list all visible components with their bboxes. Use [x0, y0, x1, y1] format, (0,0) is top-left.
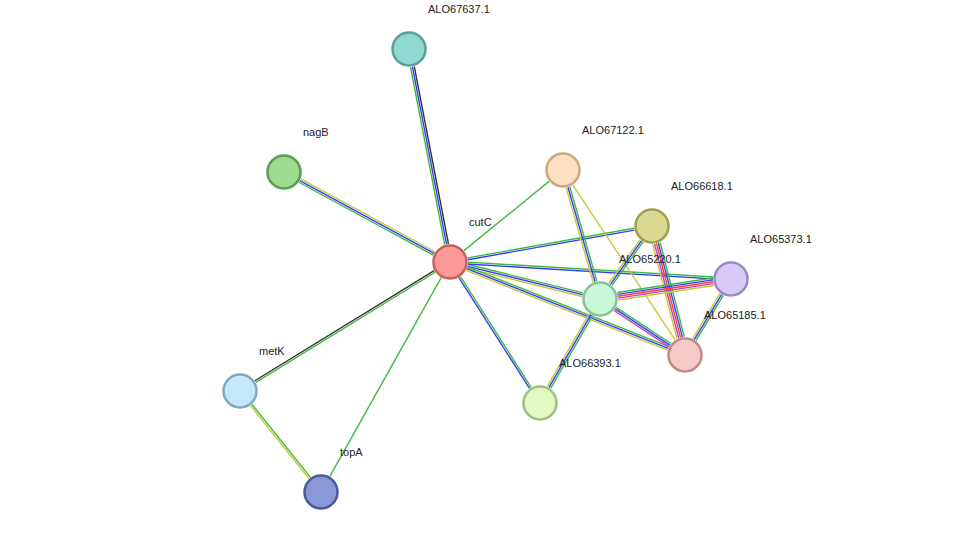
evidence-line	[468, 228, 635, 258]
evidence-line	[566, 188, 593, 282]
node-disc	[224, 375, 257, 408]
evidence-line	[568, 187, 595, 281]
evidence-line	[615, 309, 670, 345]
interaction-edge	[411, 66, 449, 244]
node-circle	[545, 152, 581, 188]
node-circle	[667, 337, 703, 373]
interaction-edge	[617, 278, 714, 300]
evidence-line	[251, 406, 309, 479]
node-circle	[303, 474, 339, 510]
evidence-line	[412, 67, 446, 245]
evidence-line	[614, 310, 669, 346]
node-circle	[222, 373, 258, 409]
node-disc	[584, 283, 617, 316]
evidence-line	[255, 271, 434, 381]
interaction-edge	[330, 278, 441, 477]
evidence-line	[252, 404, 310, 477]
protein-label: metK	[259, 345, 285, 358]
protein-label: ALO65220.1	[619, 253, 681, 266]
node-disc	[305, 476, 338, 509]
protein-label: ALO67122.1	[582, 124, 644, 137]
evidence-line	[616, 307, 671, 343]
interaction-edge	[299, 179, 435, 255]
node-disc	[524, 387, 557, 420]
node-disc	[393, 33, 426, 66]
interaction-edge	[251, 404, 311, 478]
protein-node: topA	[303, 474, 339, 510]
node-circle	[391, 31, 427, 67]
node-circle	[713, 261, 749, 297]
protein-node: ALO67637.1	[391, 31, 427, 67]
evidence-line	[618, 285, 713, 300]
evidence-line	[467, 268, 582, 296]
protein-node: ALO67122.1	[545, 152, 581, 188]
node-circle	[634, 208, 670, 244]
evidence-line	[301, 179, 435, 252]
evidence-line	[551, 316, 593, 389]
evidence-line	[256, 272, 435, 382]
interaction-edge	[547, 314, 592, 389]
interaction-edge	[614, 307, 671, 346]
evidence-line	[549, 315, 591, 388]
evidence-line	[618, 282, 713, 297]
node-disc	[669, 339, 702, 372]
node-circle	[522, 385, 558, 421]
node-disc	[636, 210, 669, 243]
interaction-edge	[464, 181, 549, 250]
protein-label: ALO65373.1	[750, 233, 812, 246]
protein-node: ALO66393.1	[522, 385, 558, 421]
node-circle	[582, 281, 618, 317]
evidence-line	[299, 182, 433, 255]
evidence-line	[330, 278, 441, 477]
protein-node: cutC	[432, 244, 468, 280]
interaction-edge	[566, 187, 597, 282]
node-circle	[432, 244, 468, 280]
evidence-line	[460, 277, 531, 388]
evidence-line	[547, 314, 589, 387]
protein-label: nagB	[303, 126, 329, 139]
evidence-line	[411, 67, 445, 245]
protein-label: topA	[340, 446, 363, 459]
protein-node: ALO66618.1	[634, 208, 670, 244]
protein-label: ALO67637.1	[428, 3, 490, 16]
protein-node: nagB	[266, 154, 302, 190]
evidence-line	[618, 284, 713, 299]
node-disc	[434, 246, 467, 279]
protein-label: ALO66618.1	[671, 180, 733, 193]
evidence-line	[300, 181, 434, 254]
protein-node: ALO65220.1	[582, 281, 618, 317]
interaction-edge	[255, 271, 435, 383]
interaction-edge	[468, 228, 635, 260]
evidence-line	[414, 66, 448, 244]
evidence-line	[459, 278, 530, 389]
protein-label: cutC	[469, 216, 492, 229]
protein-node: metK	[222, 373, 258, 409]
evidence-line	[468, 230, 635, 260]
protein-label: ALO66393.1	[559, 357, 621, 370]
node-disc	[547, 154, 580, 187]
node-disc	[715, 263, 748, 296]
protein-node: ALO65185.1	[667, 337, 703, 373]
evidence-line	[464, 181, 549, 250]
protein-label: ALO65185.1	[704, 309, 766, 322]
protein-node: ALO65373.1	[713, 261, 749, 297]
interaction-edge	[459, 277, 531, 389]
node-disc	[268, 156, 301, 189]
node-circle	[266, 154, 302, 190]
